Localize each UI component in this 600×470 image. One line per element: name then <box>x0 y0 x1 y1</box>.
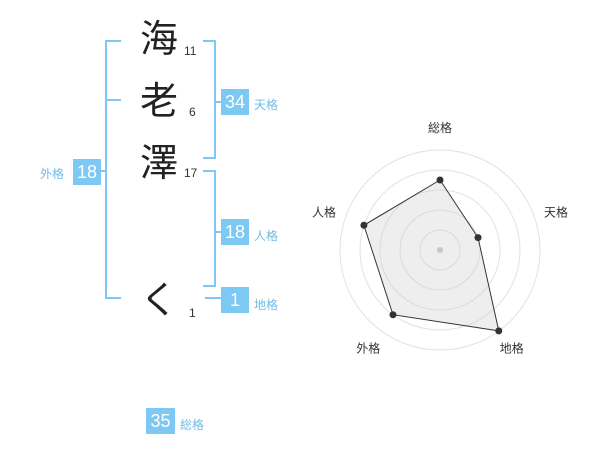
radar-ring <box>379 189 501 311</box>
radar-axis-label: 総格 <box>428 120 452 135</box>
gaikaku-label: 外格 <box>40 167 65 181</box>
tenkaku-bracket-bottom <box>203 157 216 159</box>
name-char-2-strokes: 6 <box>189 105 196 119</box>
tenkaku-value: 34 <box>221 89 249 115</box>
tenkaku-label: 天格 <box>254 98 279 112</box>
radar-point-5 <box>360 221 368 229</box>
jinkaku-bracket-top <box>203 170 216 172</box>
gaikaku-bracket-bottom <box>105 297 121 299</box>
jinkaku-bracket-vertical <box>214 170 216 287</box>
radar-axis-label: 地格 <box>500 341 524 356</box>
name-char-3-strokes: 17 <box>184 166 198 180</box>
radar-ring <box>419 229 461 271</box>
gaikaku-bracket-top <box>105 40 121 42</box>
jinkaku-connector <box>214 231 222 233</box>
radar-ring <box>359 169 521 331</box>
chikaku-label: 地格 <box>254 298 279 312</box>
tenkaku-connector <box>214 101 222 103</box>
chikaku-value: 1 <box>221 287 249 313</box>
chikaku-connector <box>205 297 222 299</box>
radar-series-area <box>363 179 500 332</box>
name-char-3: 澤 <box>140 141 179 185</box>
name-char-1: 海 <box>140 17 179 61</box>
radar-point-3 <box>495 327 503 335</box>
radar-point-2 <box>474 234 482 242</box>
radar-center <box>437 247 443 253</box>
name-char-4: く <box>140 278 179 322</box>
tenkaku-bracket-top <box>203 40 216 42</box>
tenkaku-bracket-vertical <box>214 40 216 159</box>
soukaku-value: 35 <box>146 408 175 434</box>
gaikaku-value: 18 <box>73 159 101 185</box>
radar-ring <box>399 209 481 291</box>
gaikaku-bracket-vertical <box>105 40 107 299</box>
soukaku-label: 総格 <box>180 418 205 432</box>
radar-axis-label: 天格 <box>544 204 568 219</box>
name-char-4-strokes: 1 <box>189 306 196 320</box>
radar-axis-label: 外格 <box>356 341 380 356</box>
gaikaku-connector <box>101 170 107 172</box>
jinkaku-bracket-bottom <box>203 285 216 287</box>
jinkaku-value: 18 <box>221 219 249 245</box>
name-char-1-strokes: 11 <box>184 44 197 58</box>
jinkaku-label: 人格 <box>254 229 279 243</box>
radar-axis-label: 人格 <box>312 204 336 219</box>
gaikaku-bracket-mid <box>105 99 121 101</box>
name-char-2: 老 <box>140 79 179 123</box>
radar-point-4 <box>389 311 397 319</box>
radar-ring <box>339 149 541 351</box>
radar-point-1 <box>436 176 444 184</box>
